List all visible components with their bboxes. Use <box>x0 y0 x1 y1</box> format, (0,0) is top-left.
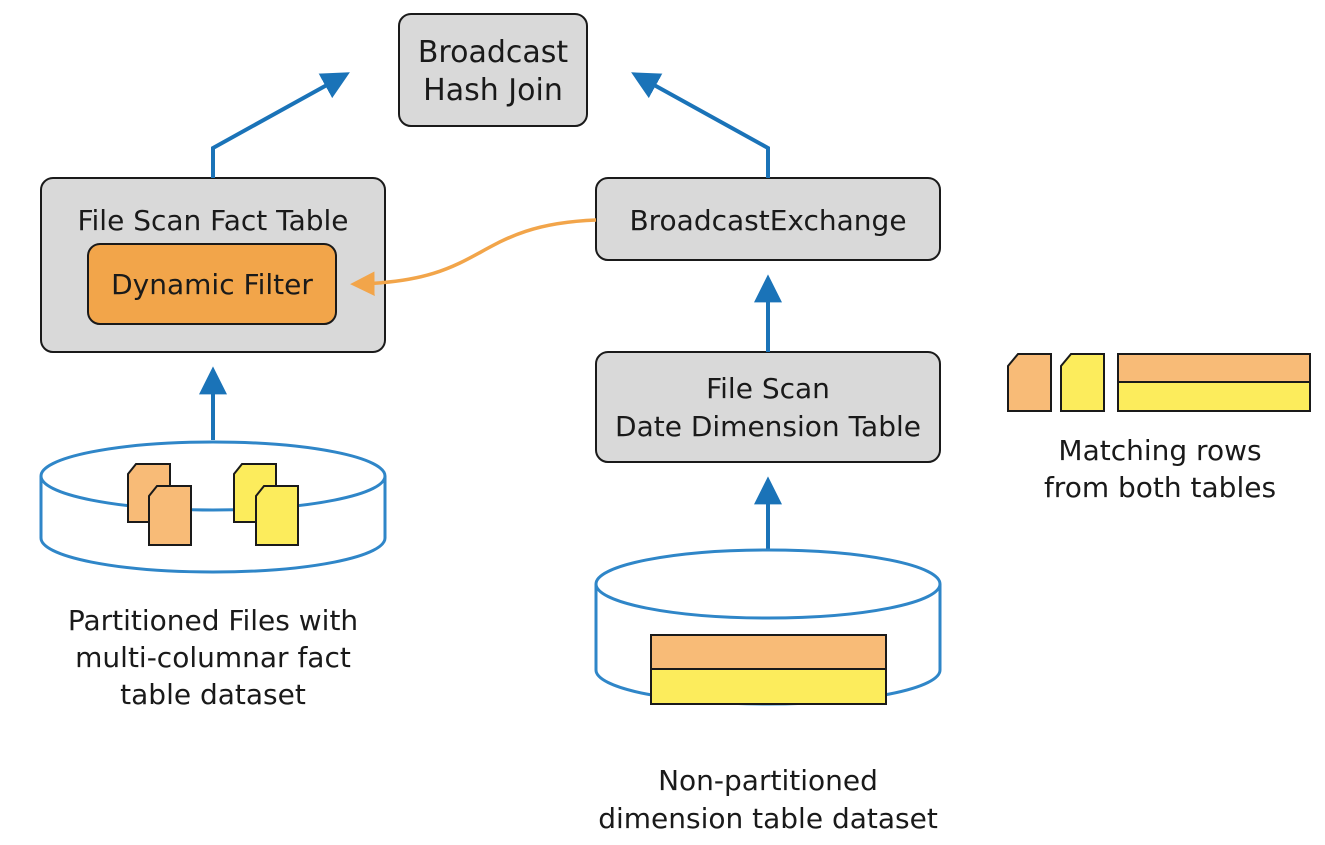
legend-orange-row <box>1117 353 1311 383</box>
file-scan-fact-table-label: File Scan Fact Table <box>77 204 348 237</box>
nonpartitioned-caption-line2: dimension table dataset <box>598 802 938 835</box>
file-scan-fact-table-node: File Scan Fact Table Dynamic Filter <box>40 177 386 353</box>
non-partitioned-cylinder <box>594 548 942 706</box>
file-scan-date-line1: File Scan <box>706 372 830 405</box>
legend-yellow-file-icon <box>1060 353 1105 412</box>
partitioned-caption-line2: multi-columnar fact <box>75 641 351 674</box>
legend-line1: Matching rows <box>1058 434 1261 467</box>
dimension-yellow-row <box>650 668 887 705</box>
arrow-exchange-to-dynamic-filter <box>350 218 597 296</box>
matching-rows-legend: Matching rows from both tables <box>1007 353 1311 504</box>
legend-orange-file-icon <box>1007 353 1052 412</box>
flow-arrows <box>199 72 782 550</box>
file-scan-date-dimension-node: File Scan Date Dimension Table <box>595 351 941 463</box>
broadcast-hash-join-line1: Broadcast <box>418 35 569 70</box>
dimension-orange-row <box>650 634 887 670</box>
non-partitioned-dataset-caption: Non-partitioned dimension table dataset <box>598 764 938 835</box>
broadcast-exchange-label: BroadcastExchange <box>629 204 906 237</box>
dynamic-filter-node: Dynamic Filter <box>87 243 337 325</box>
arrow-fact-to-join <box>211 72 350 178</box>
legend-yellow-row <box>1117 381 1311 412</box>
orange-partition-files-icon <box>127 463 192 546</box>
legend-line2: from both tables <box>1044 471 1276 504</box>
arrow-exchange-to-join <box>631 72 770 178</box>
partitioned-caption-line1: Partitioned Files with <box>68 604 358 637</box>
nonpartitioned-caption-line1: Non-partitioned <box>658 764 878 797</box>
broadcast-exchange-node: BroadcastExchange <box>595 177 941 261</box>
file-scan-date-line2: Date Dimension Table <box>615 410 921 443</box>
partitioned-dataset-caption: Partitioned Files with multi-columnar fa… <box>68 604 358 711</box>
yellow-partition-files-icon <box>233 463 299 546</box>
broadcast-hash-join-node: Broadcast Hash Join <box>398 13 588 127</box>
partitioned-caption-line3: table dataset <box>120 678 306 711</box>
partitioned-files-cylinder <box>39 440 387 574</box>
broadcast-hash-join-line2: Hash Join <box>423 73 563 108</box>
dynamic-filter-label: Dynamic Filter <box>111 268 313 301</box>
